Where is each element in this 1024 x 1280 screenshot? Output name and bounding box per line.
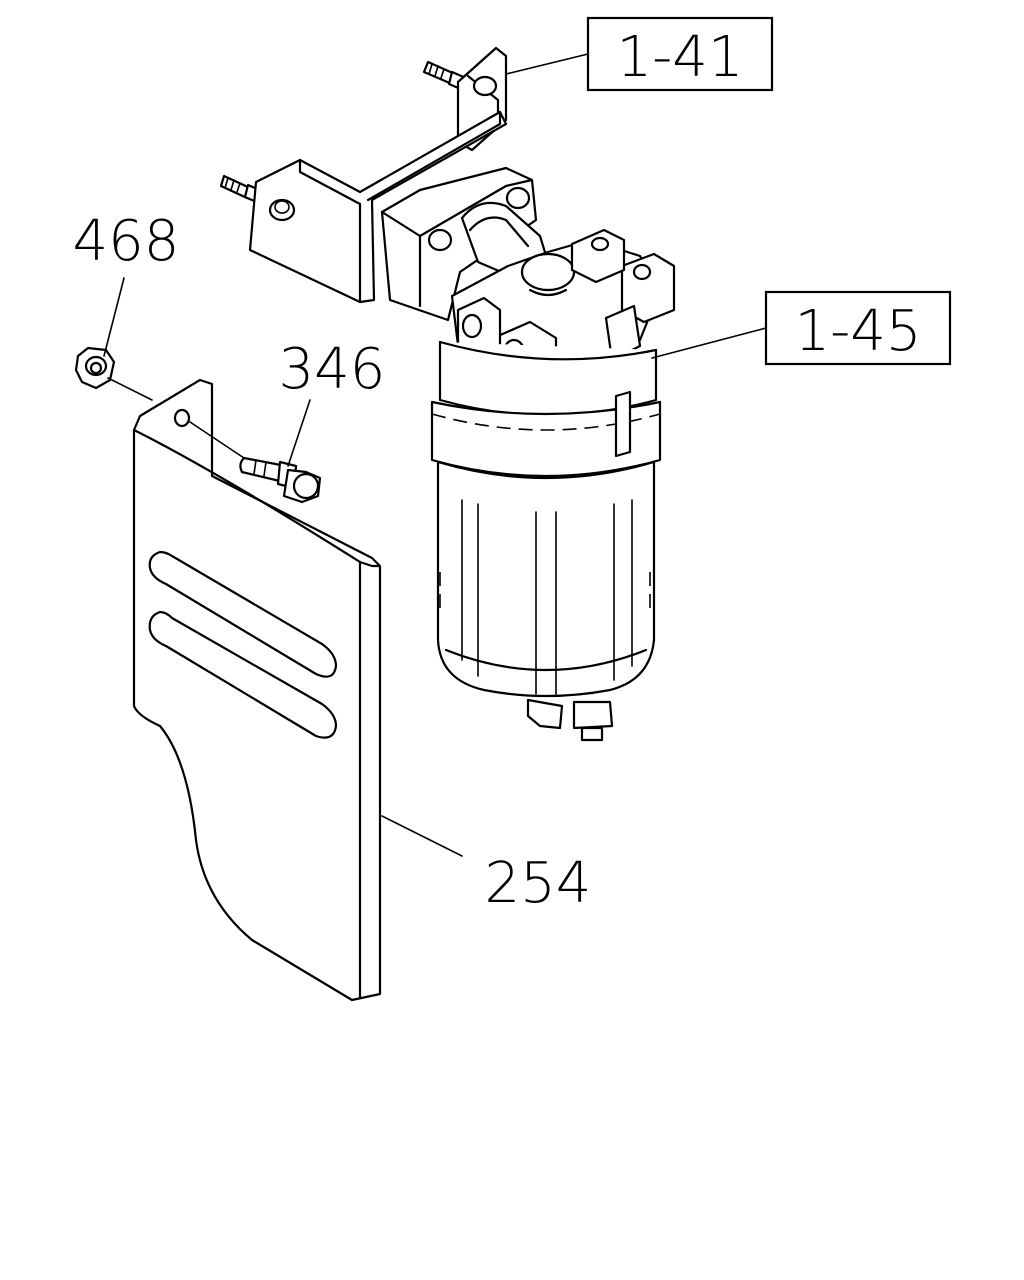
leader-lines [103, 53, 767, 857]
callout-468-label: 468 [73, 209, 180, 274]
drain-valve [526, 698, 614, 742]
callout-1-45[interactable]: 1-45 [764, 290, 952, 366]
bolt-346 [239, 456, 322, 504]
bracket-bolt-top [472, 75, 498, 97]
callout-1-45-label: 1-45 [794, 299, 921, 364]
bracket-bolt-left [268, 198, 296, 222]
nut-468 [74, 346, 116, 390]
mounting-bracket [219, 46, 508, 304]
callout-346-label: 346 [279, 337, 386, 402]
filter-assembly [430, 340, 662, 742]
head-bolt-right [505, 186, 531, 210]
callout-1-41-label: 1-41 [616, 25, 743, 90]
callout-1-41[interactable]: 1-41 [586, 16, 774, 92]
cover-mount-hole [173, 408, 191, 428]
center-port [520, 252, 576, 292]
callout-254-label: 254 [485, 851, 592, 916]
port-lug-top [570, 228, 626, 284]
cover-slot-lower [148, 610, 338, 739]
priming-tab [604, 304, 642, 362]
head-bolt-left [427, 228, 453, 252]
cover-slot-upper [148, 550, 338, 678]
filter-head-block [380, 166, 550, 322]
guide-lines [107, 377, 245, 459]
cover-plate [132, 378, 382, 1002]
